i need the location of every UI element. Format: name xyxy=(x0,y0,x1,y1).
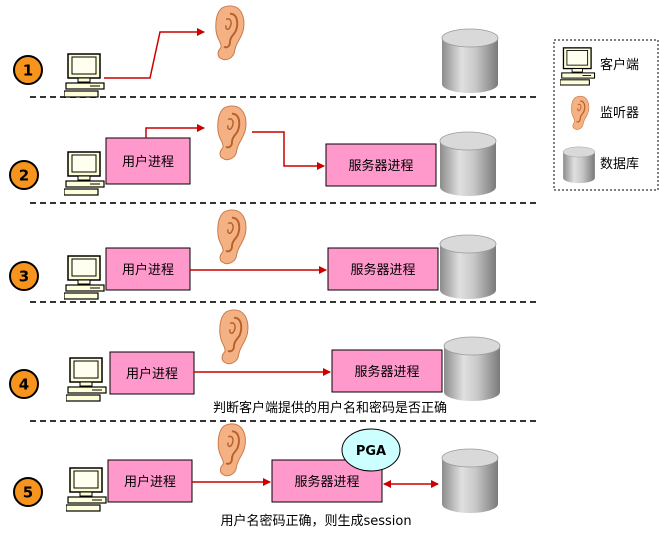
step-5: 5 用户进程 服务器进程 PGA 用户名密码正确，则生成session xyxy=(13,422,499,529)
computer-icon xyxy=(64,151,105,196)
step-number-circle xyxy=(9,261,39,291)
legend-client-label: 客户端 xyxy=(600,57,639,73)
client-process-label: 用户进程 xyxy=(122,154,174,170)
step-2: 2 用户进程 服务器进程 xyxy=(9,104,497,197)
database-icon xyxy=(443,336,501,402)
step-number: 5 xyxy=(23,484,33,502)
legend: 客户端 监听器 数据库 xyxy=(553,39,659,191)
step-note: 用户名密码正确，则生成session xyxy=(220,513,411,529)
server-process-label: 服务器进程 xyxy=(348,158,413,174)
client-process-label: 用户进程 xyxy=(126,366,178,382)
server-process-box xyxy=(331,349,443,393)
step-number-circle xyxy=(13,55,43,85)
step-number: 3 xyxy=(19,268,29,286)
client-process-label: 用户进程 xyxy=(122,262,174,278)
computer-icon xyxy=(66,357,107,402)
database-icon xyxy=(441,448,499,514)
client-process-box xyxy=(105,137,191,185)
server-process-box xyxy=(325,143,437,187)
server-process-label: 服务器进程 xyxy=(354,364,419,380)
server-process-box xyxy=(327,247,439,291)
step-number: 4 xyxy=(19,376,29,394)
step-number-circle xyxy=(9,369,39,399)
database-icon xyxy=(439,131,497,197)
step-4: 4 用户进程 服务器进程 判断客户端提供的用户名和密码是否正确 xyxy=(9,308,501,416)
ear-icon xyxy=(214,4,245,61)
pga-label: PGA xyxy=(356,444,386,459)
connection-arrow xyxy=(104,28,205,79)
step-number: 2 xyxy=(19,167,29,185)
ear-icon xyxy=(216,104,247,161)
pga-ellipse xyxy=(341,428,401,472)
step-number-circle xyxy=(13,477,43,507)
step-number-circle xyxy=(9,160,39,190)
ear-icon xyxy=(217,422,247,477)
client-process-label: 用户进程 xyxy=(124,474,176,490)
ear-icon xyxy=(216,208,247,265)
step-note: 判断客户端提供的用户名和密码是否正确 xyxy=(213,400,447,416)
server-process-label: 服务器进程 xyxy=(294,474,359,490)
client-process-box xyxy=(107,459,193,503)
ear-icon xyxy=(218,308,249,365)
database-icon xyxy=(441,28,499,94)
client-process-box xyxy=(105,247,191,291)
database-icon xyxy=(562,146,596,184)
step-3: 3 用户进程 服务器进程 xyxy=(9,208,497,300)
computer-icon xyxy=(64,53,105,98)
separators xyxy=(30,96,540,422)
server-process-label: 服务器进程 xyxy=(350,262,415,278)
client-process-box xyxy=(109,351,195,395)
step-1: 1 xyxy=(13,4,499,98)
connection-arrow xyxy=(145,124,205,138)
legend-database-label: 数据库 xyxy=(600,156,639,172)
database-icon xyxy=(439,234,497,300)
forward-arrow xyxy=(252,131,325,170)
computer-icon xyxy=(66,467,107,512)
step-number: 1 xyxy=(23,62,33,80)
computer-icon xyxy=(560,47,596,86)
computer-icon xyxy=(64,255,105,300)
legend-listener-label: 监听器 xyxy=(600,106,639,121)
